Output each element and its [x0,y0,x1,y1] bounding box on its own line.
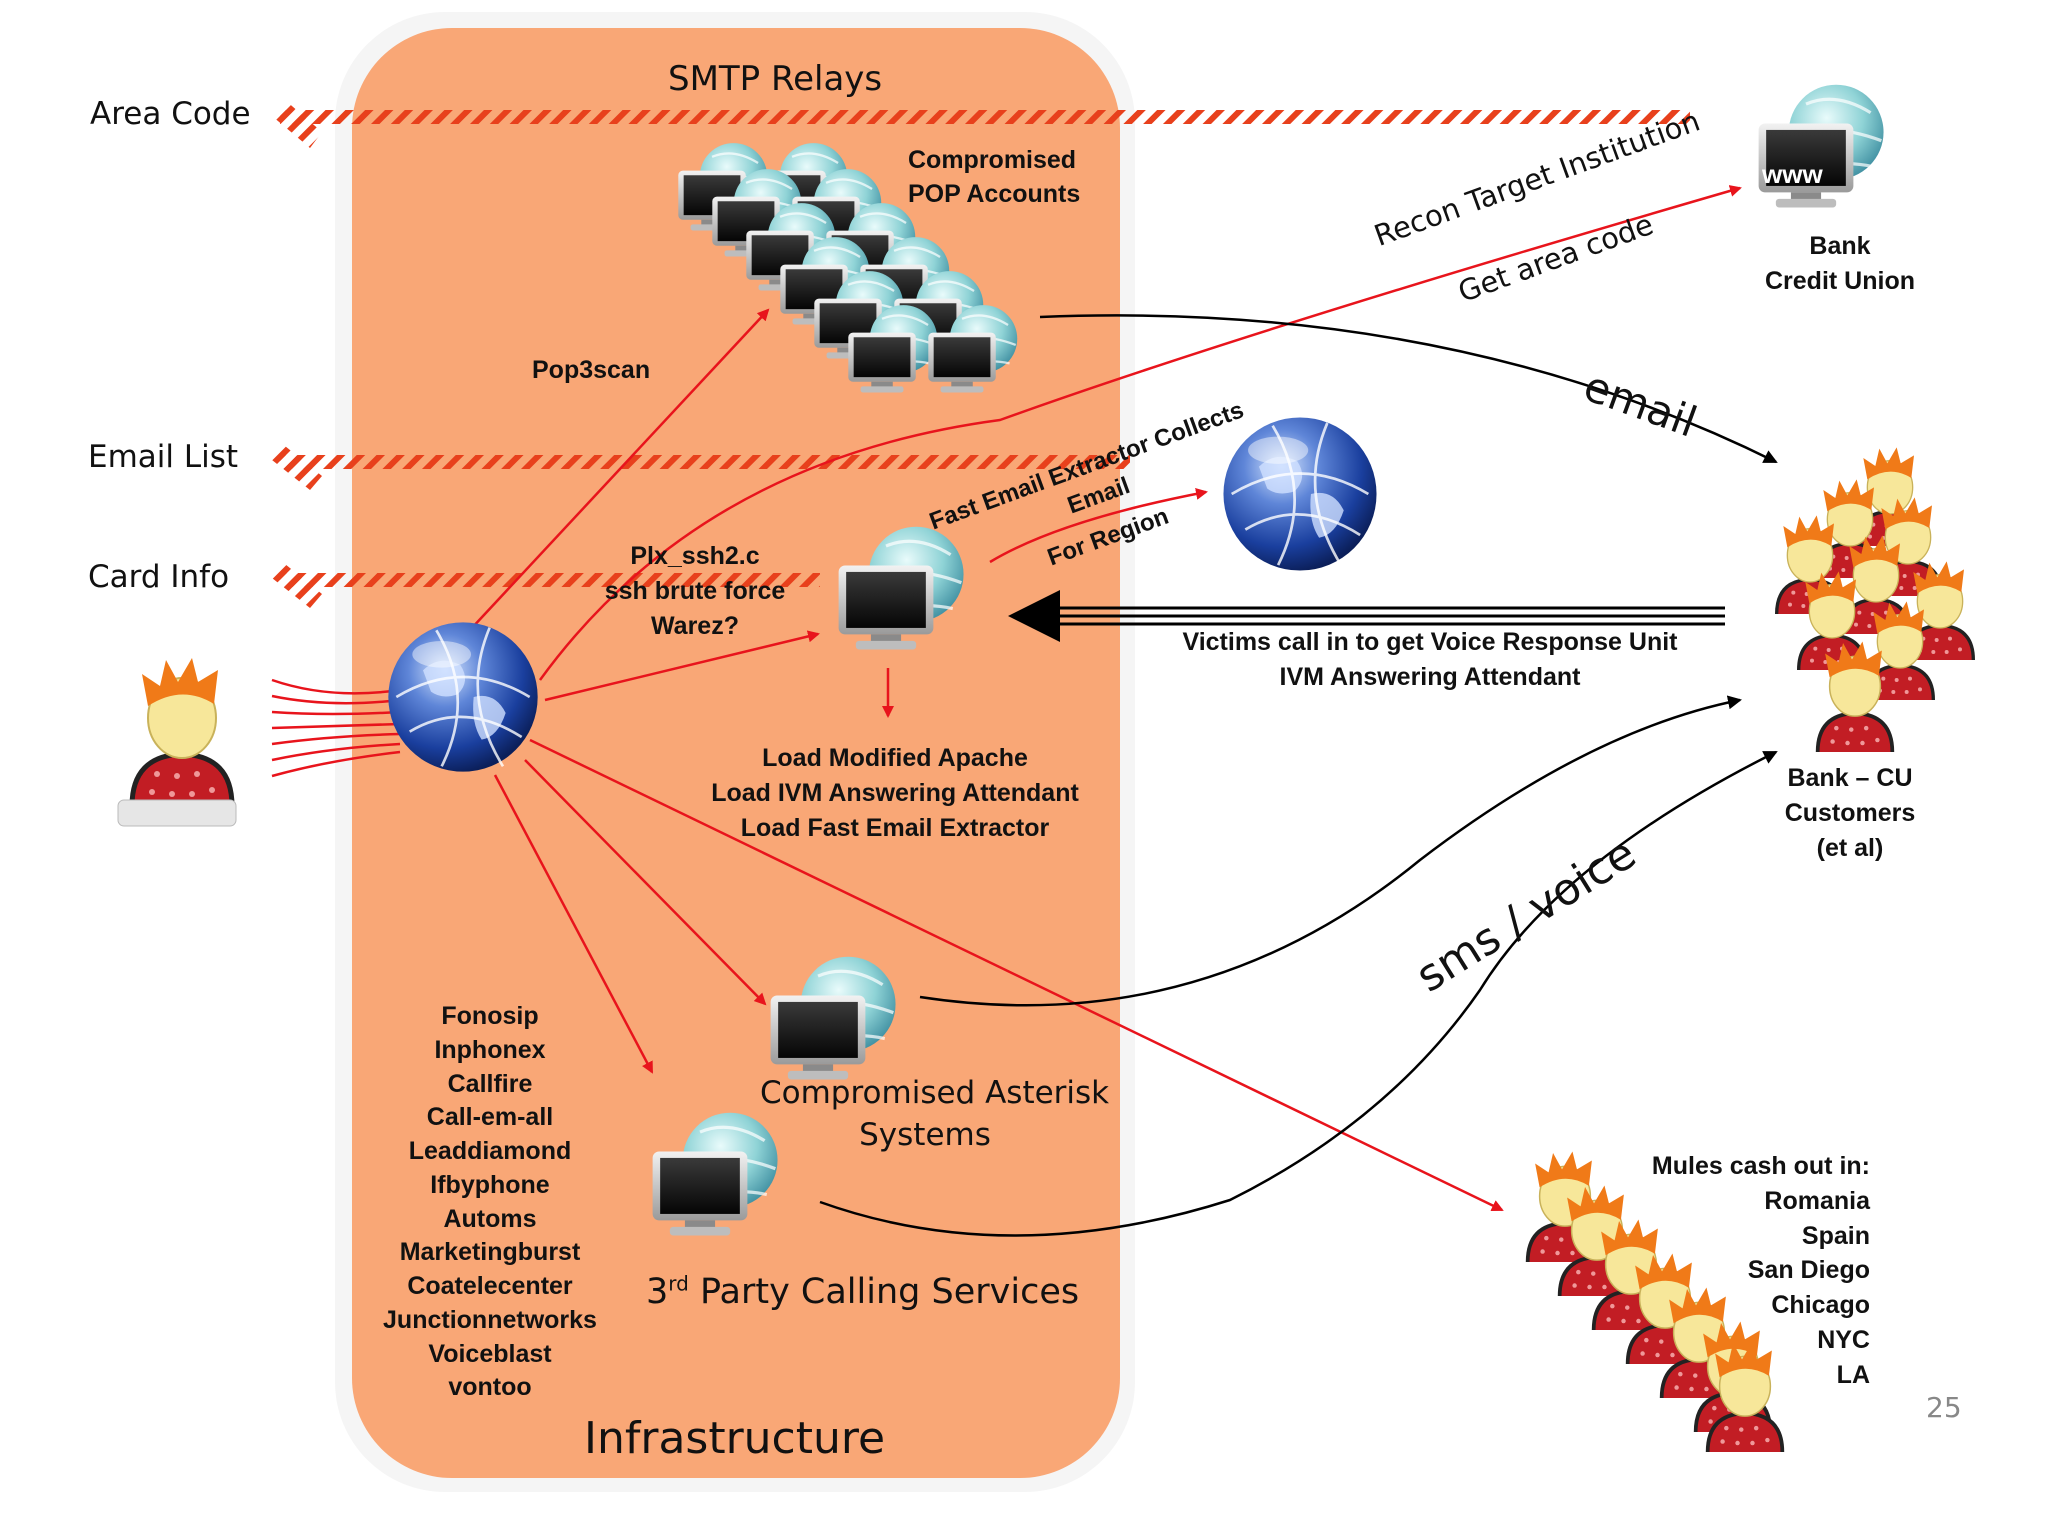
victims-call-line1: Victims call in to get Voice Response Un… [1182,628,1678,656]
row-label-area-code: Area Code [90,96,251,132]
victims-call-label: Victims call in to get Voice Response Un… [1150,628,1710,692]
row-label-card-info: Card Info [88,559,230,595]
compromised-pop-line1: Compromised [908,146,1077,174]
third-party-sup: rd [668,1271,689,1296]
email-list-band [280,455,1130,469]
attacker-person-icon [117,658,237,827]
load-steps-list: Load Modified Apache Load IVM Answering … [690,744,1100,842]
page-number: 25 [1926,1391,1962,1424]
attacker-links [271,678,401,778]
mule-city: San Diego [1747,1256,1870,1285]
third-party-rest: Party Calling Services [688,1272,1080,1312]
bank-name-line2: Credit Union [1765,266,1915,295]
asterisk-label-line2: Systems [859,1116,991,1153]
mules-list: Mules cash out in: Romania Spain San Die… [1620,1152,1870,1389]
victims-call-line2: IVM Answering Attendant [1279,662,1581,691]
calling-service-item: Marketingburst [399,1238,581,1267]
third-party-label: 3rd Party Calling Services [646,1272,1079,1312]
ssh-tools-list: Plx_ssh2.c ssh brute force Warez? [580,542,810,640]
mule-city: LA [1836,1360,1870,1389]
smtp-relays-label: SMTP Relays [668,59,883,99]
infrastructure-panel [352,28,1120,1478]
mule-city: Spain [1801,1221,1870,1250]
infrastructure-title: Infrastructure [584,1413,886,1464]
calling-service-item: Callfire [447,1069,533,1098]
bank-name-line1: Bank [1809,232,1871,260]
customers-line2: Customers [1784,798,1916,827]
customers-label: Bank – CU Customers (et al) [1760,764,1940,862]
ssh-tool-item: Warez? [651,611,739,640]
mule-city: Romania [1764,1186,1870,1215]
hatch-bands [272,100,1690,608]
calling-service-item: Call-em-all [426,1103,554,1132]
calling-service-item: Junctionnetworks [383,1305,597,1334]
customers-crowd-icon [1774,446,1976,752]
extractor-globe-icon [1222,416,1378,572]
calling-service-item: Fonosip [441,1002,539,1030]
customers-line1: Bank – CU [1787,764,1913,792]
ssh-tool-item: Plx_ssh2.c [630,542,760,570]
ssh-tool-item: ssh brute force [604,576,786,605]
asterisk-label: Compromised Asterisk Systems [760,1075,1110,1153]
bank-name: Bank Credit Union [1740,232,1940,296]
calling-service-item: Leaddiamond [408,1137,572,1165]
asterisk-label-line1: Compromised Asterisk [760,1075,1110,1111]
calling-service-item: Ifbyphone [430,1170,550,1199]
load-step-item: Load Modified Apache [762,744,1028,772]
pop3scan-label: Pop3scan [532,356,651,384]
mule-city: Chicago [1771,1291,1870,1319]
card-info-band [280,573,820,587]
calling-service-item: Coatelecenter [407,1272,573,1300]
customers-line3: (et al) [1816,833,1884,862]
row-label-email-list: Email List [88,439,239,475]
black-arrows [819,314,1778,1237]
mule-city: NYC [1817,1325,1870,1354]
calling-services-list: Fonosip Inphonex Callfire Call-em-all Le… [370,1002,610,1402]
area-code-band [280,110,1690,124]
load-step-item: Load Fast Email Extractor [740,813,1050,842]
victim-call-arrow [1008,590,1725,642]
load-step-item: Load IVM Answering Attendant [711,778,1079,807]
calling-service-item: vontoo [448,1373,532,1402]
third-party-prefix: 3 [646,1272,669,1312]
mules-heading: Mules cash out in: [1651,1152,1870,1180]
bank-www-label: www [1762,159,1823,189]
calling-service-item: Voiceblast [428,1339,552,1368]
calling-service-item: Automs [443,1204,537,1233]
hub-globe-icon [387,620,540,774]
calling-service-item: Inphonex [434,1035,546,1064]
compromised-pop-line2: POP Accounts [908,180,1081,208]
